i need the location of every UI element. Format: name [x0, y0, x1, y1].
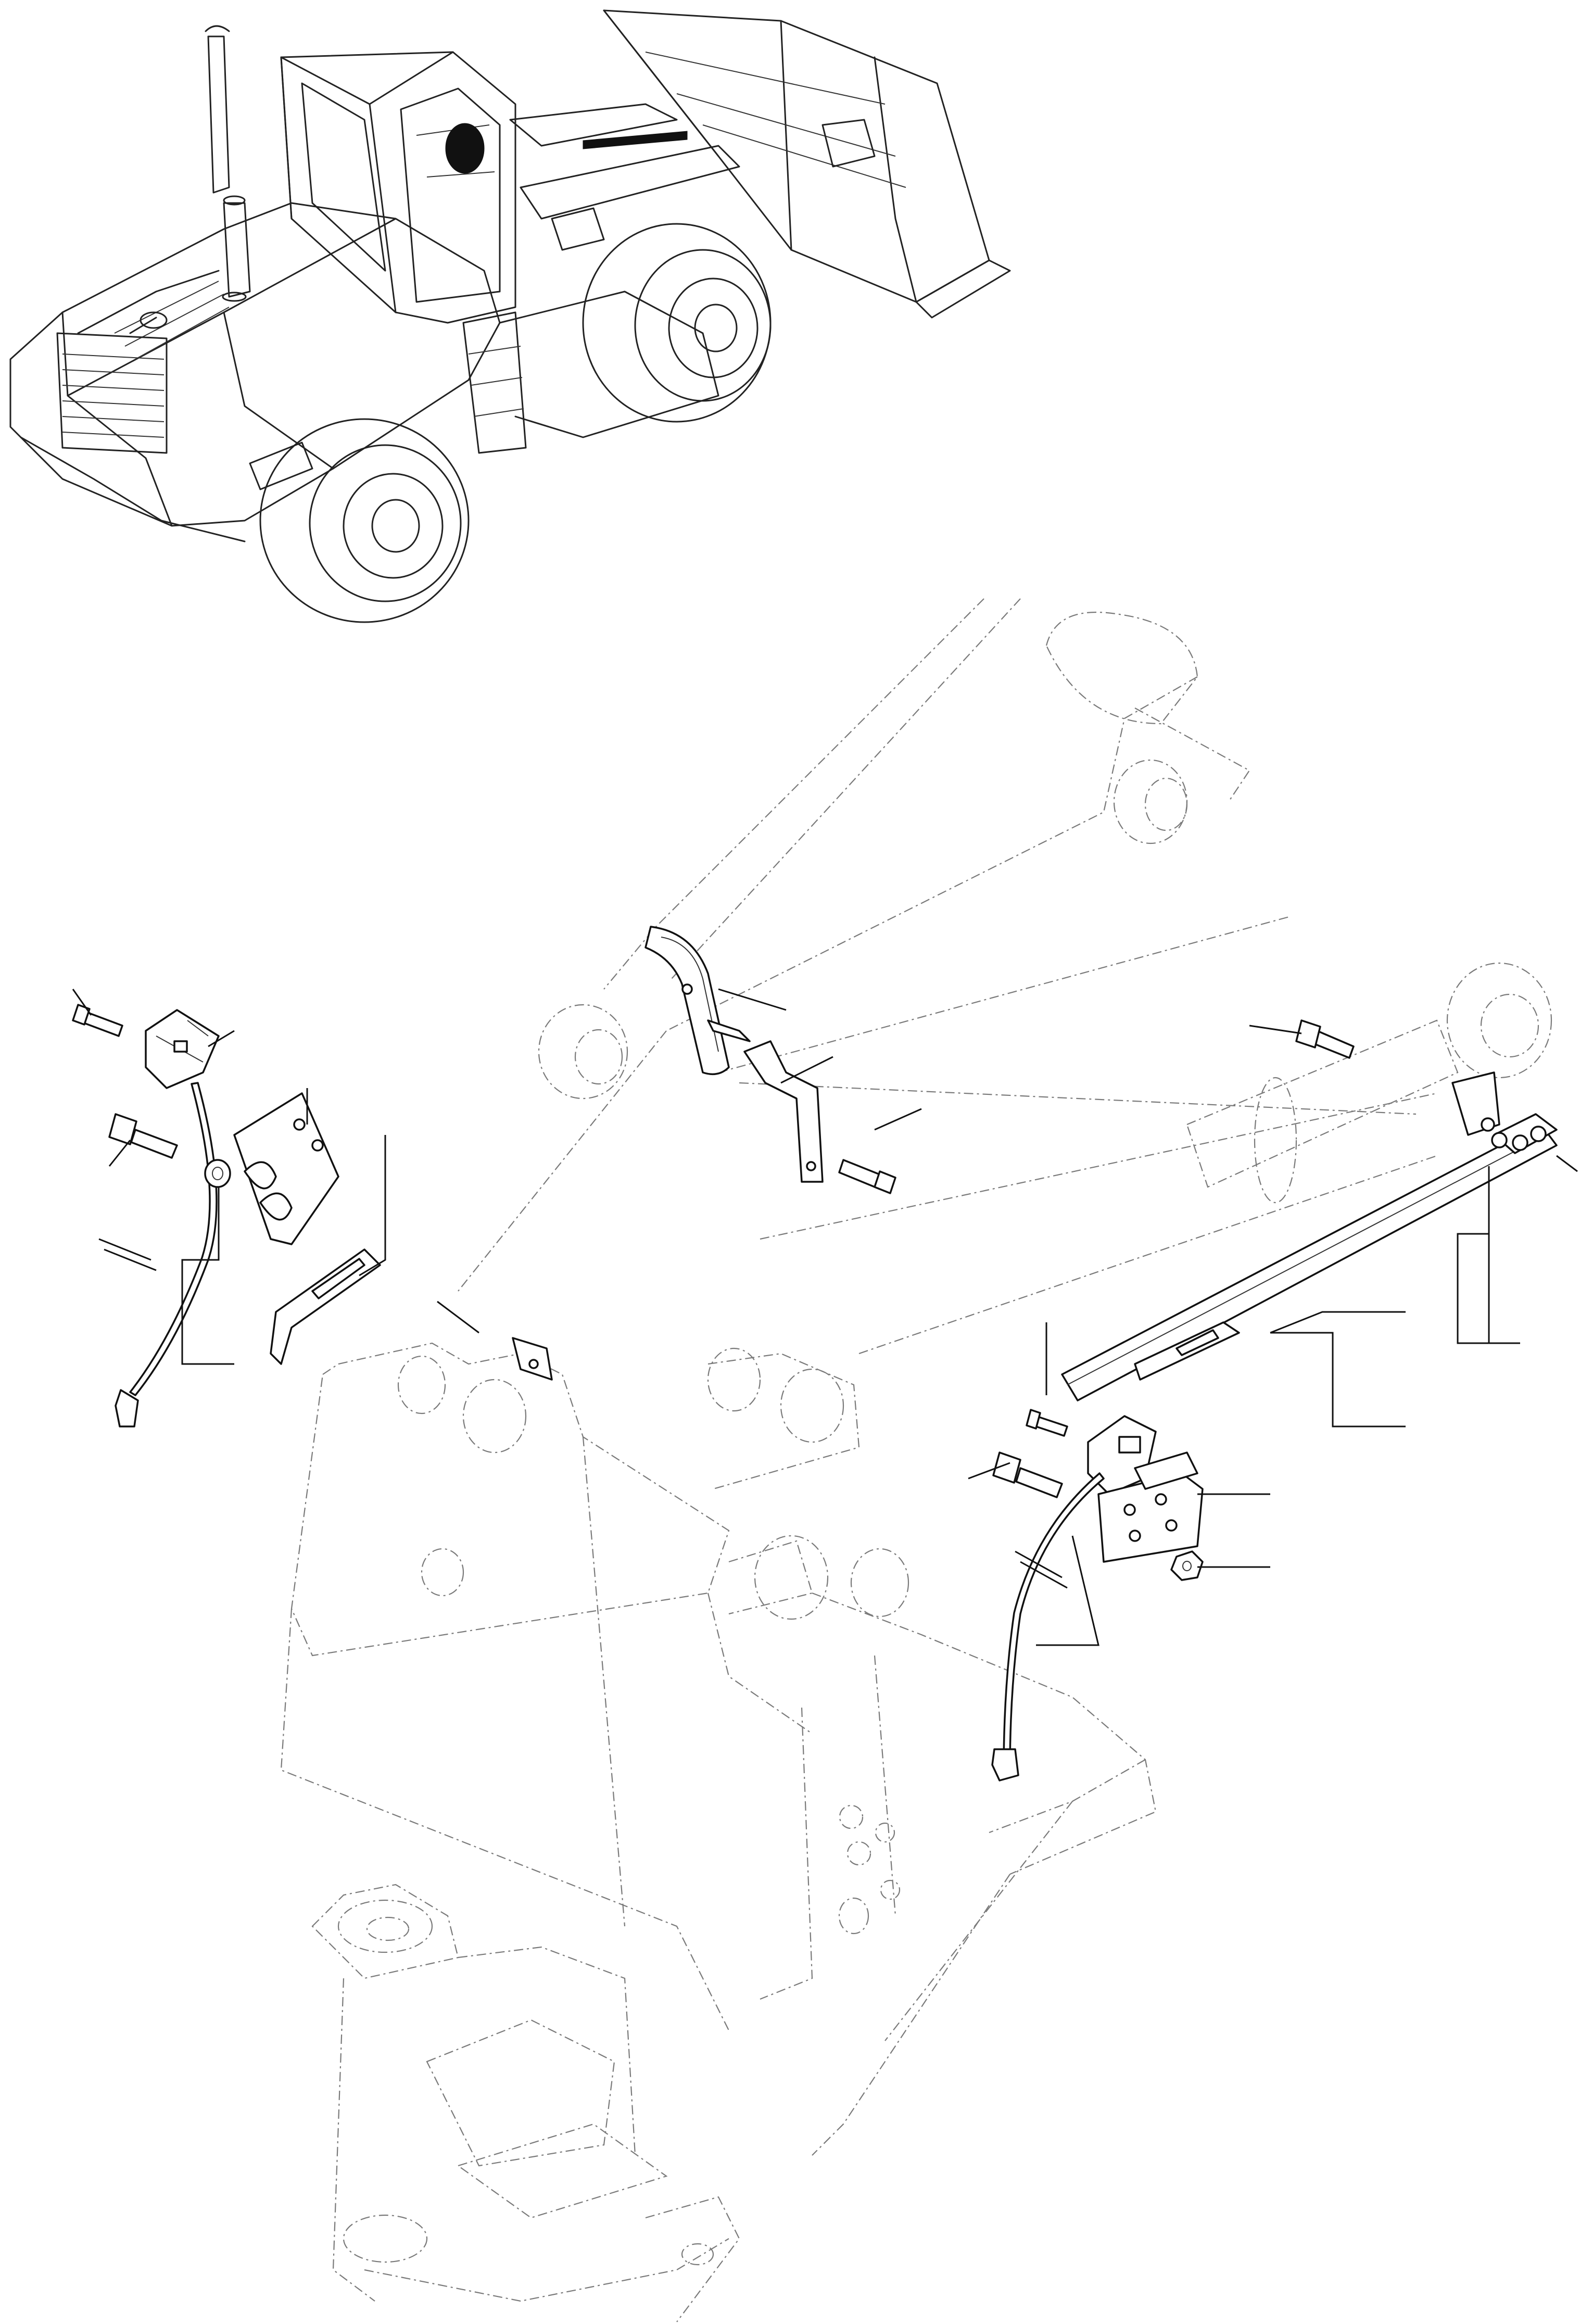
mounting-bracket-right	[1097, 1451, 1204, 1563]
curved-plate	[644, 926, 730, 1076]
left-sensor-group	[72, 989, 553, 1428]
boom-detail-view	[72, 598, 1578, 2322]
hex-nut-right	[1170, 1550, 1204, 1581]
callout-leader	[874, 1108, 922, 1131]
location-highlight-marker	[445, 123, 485, 174]
right-sensor-group	[968, 1019, 1578, 1782]
sensor-cable-left	[129, 1082, 218, 1396]
flange-bolt-right	[992, 1451, 1063, 1498]
wheel-loader-body	[9, 9, 1011, 623]
connector-end	[115, 1389, 139, 1428]
connector-end-right	[991, 1748, 1019, 1782]
flange-bolt-left	[108, 1113, 178, 1159]
slotted-plate-left	[270, 1248, 381, 1365]
callout-leader	[718, 988, 787, 1011]
bolt-small-left	[72, 1004, 123, 1037]
slotted-plate-right	[1134, 1321, 1240, 1381]
flange-bolt-right-top	[1295, 1019, 1355, 1059]
frame-bracket	[512, 1337, 553, 1381]
front-tire	[259, 418, 470, 623]
center-bracket-group	[644, 926, 922, 1194]
boom-arm-outline	[458, 598, 1552, 1355]
sensor-cable-right	[1003, 1472, 1105, 1771]
washer-left	[204, 1159, 231, 1188]
mounting-bracket-left	[233, 1092, 339, 1245]
bolt-small-right	[1026, 1409, 1068, 1437]
machine-location-view	[9, 9, 1011, 623]
proximity-sensor-left	[145, 1009, 220, 1089]
angle-bracket	[743, 1040, 824, 1183]
rear-tire	[582, 223, 772, 423]
loader-bucket	[603, 9, 1011, 319]
loader-frame-outline	[280, 1342, 1157, 2322]
flange-bolt-center	[838, 1159, 896, 1194]
actuator-rod	[1061, 1123, 1558, 1401]
callout-leader	[780, 1056, 833, 1084]
washer-right	[1491, 1132, 1508, 1148]
